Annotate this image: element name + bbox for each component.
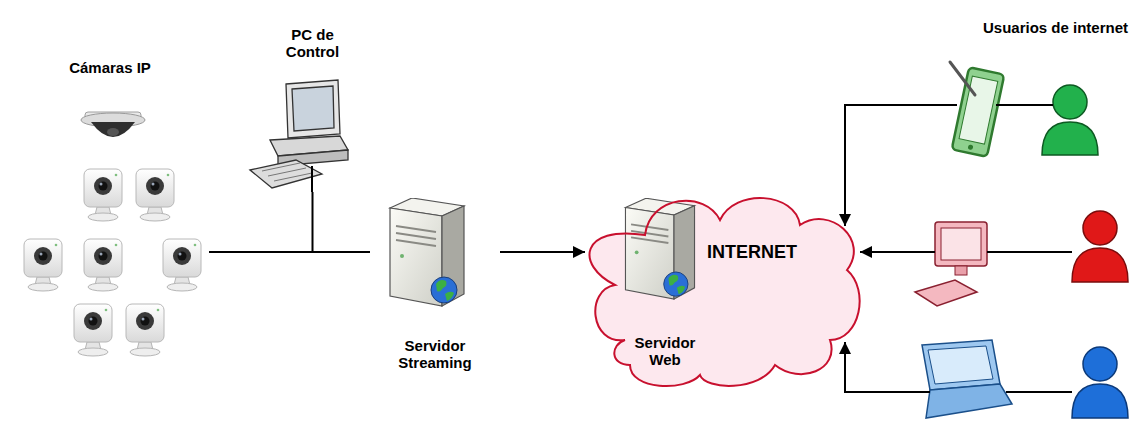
web-server-icon (625, 198, 694, 299)
node-label: PC de Control (277, 26, 349, 61)
streaming-server: Servidor Streaming (370, 195, 500, 375)
ip-cameras (24, 169, 201, 356)
connector-line (313, 192, 371, 252)
user-devices (915, 62, 1012, 418)
node-label: Cámaras IP (17, 59, 203, 76)
connector-line (500, 251, 585, 253)
cloud-label: INTERNET (707, 242, 797, 263)
camera-group: Cámaras IP (15, 55, 209, 365)
internet-cloud: INTERNET Servidor Web (585, 180, 860, 390)
pc-icon (250, 80, 348, 192)
user-wires (845, 105, 1072, 392)
dome-camera (81, 112, 145, 137)
connector-line (860, 251, 895, 253)
streaming-server-icon (390, 198, 464, 306)
node-label: Usuarios de internet (983, 19, 1128, 36)
web-server: Servidor Web (615, 192, 715, 372)
node-label: Servidor Web (625, 334, 705, 369)
node-label: Servidor Streaming (389, 337, 481, 372)
control-pc: PC de Control (255, 22, 370, 192)
cloud-outline (585, 180, 860, 390)
internet-users: Usuarios de internet (895, 15, 1130, 430)
